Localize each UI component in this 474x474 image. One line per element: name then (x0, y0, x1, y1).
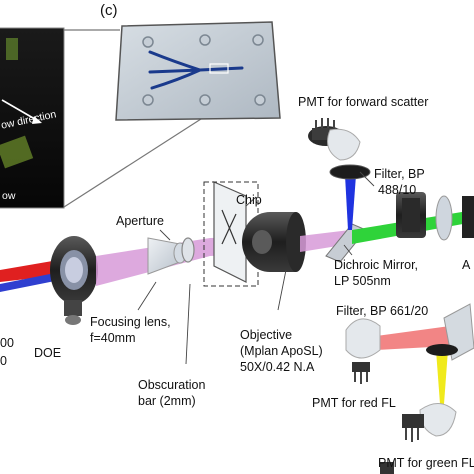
chip-slide (203, 181, 259, 287)
left-fragment-1: 00 (0, 336, 14, 350)
left-fragment-2: 0 (0, 354, 7, 368)
pmt-forward-icon (308, 118, 361, 161)
right-mirror-mount (396, 192, 426, 238)
pmt-bottom-hint (380, 462, 394, 474)
dichroic-label-line2: LP 505nm (334, 274, 391, 288)
a-fragment-label: A (462, 258, 471, 272)
blue-beam-forward (345, 175, 356, 230)
chip-label: Chip (236, 193, 262, 207)
pmt-red-label: PMT for red FL (312, 396, 396, 410)
objective-lens (242, 212, 306, 272)
pmt-forward-label: PMT for forward scatter (298, 95, 429, 109)
inset-bottom-fragment: ow (2, 190, 16, 202)
pink-beam-after-objective (300, 230, 350, 252)
filter-488-label-line2: 488/10 (378, 183, 417, 197)
objective-label-line3: 50X/0.42 N.A (240, 360, 315, 374)
right-lens (435, 195, 453, 241)
focusing-lens (147, 237, 187, 275)
pmt-red-icon (345, 318, 381, 384)
filter-green (426, 344, 458, 356)
doe-label: DOE (34, 346, 62, 360)
red-beam (376, 326, 450, 350)
focusing-lens-label-line1: Focusing lens, (90, 315, 171, 329)
pmt-green-label: PMT for green FL (378, 456, 474, 470)
panel-tag: (c) (100, 2, 118, 19)
obscuration-bar (181, 237, 195, 263)
chip-channels (148, 50, 244, 90)
objective-label-line1: Objective (240, 328, 293, 342)
filter-488 (329, 164, 371, 180)
leader-lines (137, 171, 375, 365)
right-mount-edge (462, 196, 474, 238)
doe-mount (50, 236, 98, 325)
objective-label-line2: (Mplan ApoSL) (240, 344, 323, 358)
zoom-line-bottom (63, 109, 216, 208)
aperture-label: Aperture (116, 214, 164, 228)
dichroic-label-line1: Dichroic Mirror, (334, 258, 419, 272)
filter-661-label: Filter, BP 661/20 (336, 304, 429, 318)
filter-488-label-line1: Filter, BP (374, 167, 425, 181)
pmt-green-icon (402, 403, 457, 442)
obscuration-label-line1: Obscuration (138, 378, 206, 392)
microscope-inset (0, 27, 65, 209)
yellow-beam (436, 350, 448, 404)
focusing-lens-label-line2: f=40mm (90, 331, 136, 345)
chip-photo (115, 21, 281, 121)
obscuration-label-line2: bar (2mm) (138, 394, 196, 408)
